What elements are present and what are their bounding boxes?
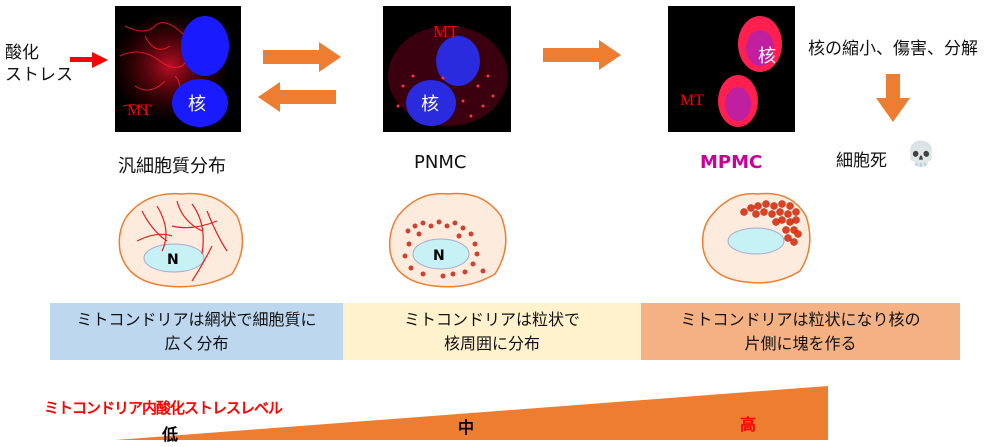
nucleus-n-label: N — [433, 248, 445, 264]
stress-level-wedge — [115, 386, 828, 440]
micrograph-perinuclear: MT 核 — [383, 6, 511, 132]
description-line: ミトコンドリアは網状で細胞質に — [76, 309, 317, 329]
description-line: ミトコンドリアは粒状で — [403, 309, 580, 329]
description-clustered: ミトコンドリアは粒状になり核の片側に塊を作る — [641, 303, 960, 360]
stage-label-pnmc: PNMC — [414, 152, 467, 173]
micrograph-image — [718, 16, 782, 127]
label-line1: 酸化 — [5, 43, 39, 63]
cell-death-label: 細胞死 — [836, 151, 887, 171]
nucleus-label: 核 — [188, 94, 206, 114]
micrograph-clustered: MT 核 — [668, 6, 795, 132]
micrograph-reticular: MT 核 — [110, 6, 241, 132]
stress-high-label: 高 — [740, 415, 757, 434]
oxidative-stress-label: 酸化 ストレス — [5, 42, 73, 86]
mt-label: MT — [127, 102, 151, 119]
stress-mid-label: 中 — [458, 418, 475, 437]
micrograph-image — [388, 26, 508, 126]
label-line2: ストレス — [5, 65, 73, 85]
cell-diagram-reticular: N — [118, 192, 244, 288]
nucleus-n-label: N — [167, 252, 179, 268]
stress-low-label: 低 — [162, 425, 179, 444]
nucleus-label: 核 — [758, 46, 776, 66]
mt-label: MT — [433, 22, 459, 41]
micrograph-image — [110, 11, 230, 127]
mt-label: MT — [680, 92, 704, 109]
stage-label-pancytoplasmic: 汎細胞質分布 — [118, 156, 226, 177]
cell-diagram-perinuclear: N — [388, 192, 507, 288]
description-perinuclear: ミトコンドリアは粒状で核周囲に分布 — [343, 303, 641, 360]
nuclear-damage-label: 核の縮小、傷害、分解 — [808, 39, 978, 59]
cell-diagram-clustered — [701, 192, 811, 284]
description-line: ミトコンドリアは粒状になり核の — [680, 309, 921, 329]
stage-label-mpmc: MPMC — [700, 152, 763, 173]
down-arrow-icon — [876, 74, 910, 122]
description-line: 片側に塊を作る — [744, 333, 857, 353]
forward-arrow-icon — [263, 42, 341, 72]
description-line: 核周囲に分布 — [443, 333, 540, 353]
reverse-arrow-icon — [258, 82, 336, 112]
red-arrow-icon — [70, 52, 108, 68]
description-line: 広く分布 — [164, 333, 229, 353]
stress-level-title: ミトコンドリア内酸化ストレスレベル — [44, 399, 283, 417]
description-reticular: ミトコンドリアは網状で細胞質に広く分布 — [50, 303, 343, 360]
progression-arrow-icon — [543, 40, 621, 70]
nucleus-label: 核 — [421, 94, 439, 114]
skull-icon: 💀 — [906, 140, 936, 168]
